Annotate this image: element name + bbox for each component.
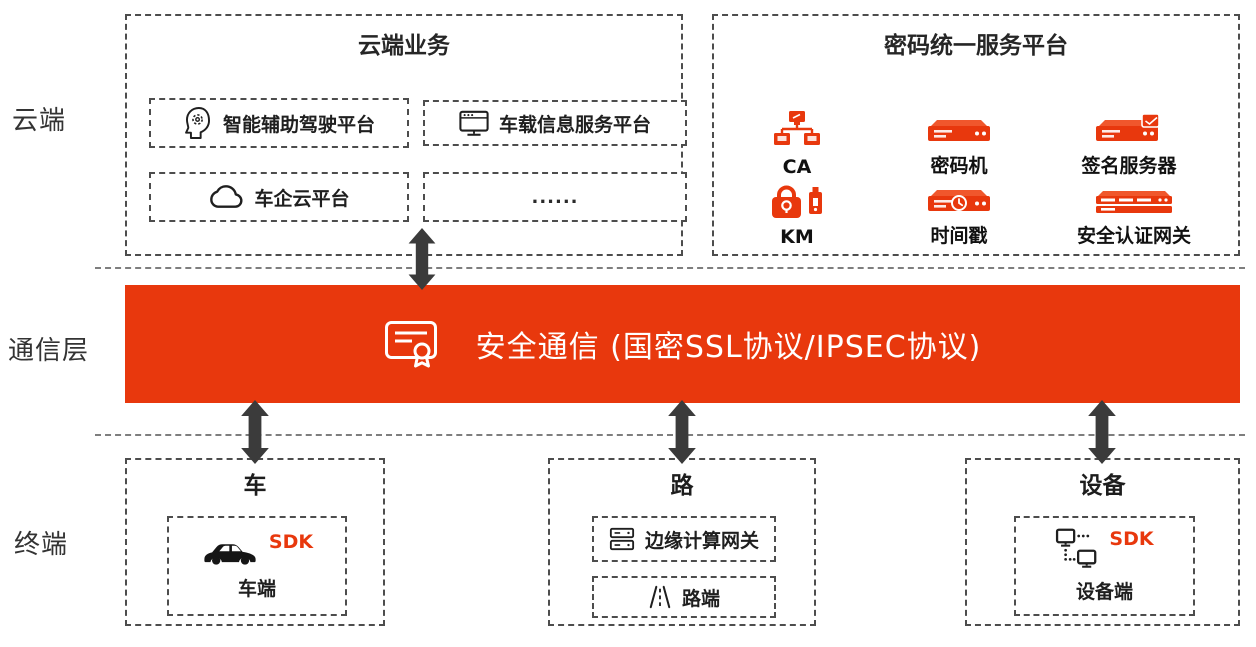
vehicle-sdk-badge: SDK (268, 531, 314, 553)
signature-server-label: 签名服务器 (1081, 155, 1177, 177)
cloud-comm-separator (95, 267, 1245, 269)
terminal-layer-label: 终端 (14, 530, 69, 560)
cloud-services-panel: 云端业务 智能辅助驾驶平台 车载信息服务平台 车企云平台 (125, 14, 687, 256)
cloud-layer-label: 云端 (12, 106, 67, 136)
cipher-machine-label: 密码机 (930, 155, 988, 177)
cloud-icon (210, 185, 244, 208)
devices-icon (1056, 528, 1097, 568)
monitor-icon (459, 110, 489, 136)
gateway-server-icon (1096, 191, 1172, 213)
oem-cloud-platform-label: 车企云平台 (254, 187, 350, 210)
auth-gateway-item: 安全认证网关 (1054, 166, 1214, 248)
timestamp-server-icon (928, 190, 990, 211)
secure-communication-banner: 安全通信 (国密SSL协议/IPSEC协议) (125, 285, 1240, 403)
ellipsis-label: ...... (531, 186, 579, 208)
communication-layer-label: 通信层 (8, 336, 90, 366)
cipher-server-icon (928, 120, 990, 141)
telematics-platform-box: 车载信息服务平台 (423, 100, 687, 146)
vehicle-endpoint-box: SDK 车端 (167, 516, 347, 616)
km-label: KM (780, 226, 814, 248)
road-icon (649, 585, 671, 609)
comm-terminal-separator (95, 434, 1245, 436)
arrow-banner-to-device (1087, 400, 1117, 464)
oem-cloud-platform-box: 车企云平台 (149, 172, 409, 222)
device-terminal-panel: 设备 SDK 设备端 (965, 458, 1240, 626)
signature-server-item: 签名服务器 (1054, 82, 1204, 178)
road-terminal-panel: 路 边缘计算网关 路端 (548, 458, 816, 626)
arrow-banner-to-road (667, 400, 697, 464)
vehicle-terminal-panel: 车 SDK 车端 (125, 458, 385, 626)
vehicle-title: 车 (243, 473, 267, 499)
car-icon (204, 544, 256, 565)
cipher-machine-item: 密码机 (889, 82, 1029, 178)
server-stack-icon (609, 527, 635, 551)
edge-gateway-box: 边缘计算网关 (592, 516, 776, 562)
ca-item: CA (742, 82, 852, 178)
certificate-icon (384, 321, 437, 368)
ca-label: CA (782, 156, 812, 178)
arrow-cloud-to-banner (407, 228, 437, 290)
edge-gateway-label: 边缘计算网关 (644, 529, 759, 552)
telematics-platform-label: 车载信息服务平台 (498, 113, 651, 136)
road-endpoint-box: 路端 (592, 576, 776, 618)
arrow-banner-to-vehicle (240, 400, 270, 464)
intelligent-driving-platform-label: 智能辅助驾驶平台 (222, 113, 375, 136)
timestamp-item: 时间戳 (889, 166, 1029, 248)
timestamp-label: 时间戳 (930, 225, 988, 247)
auth-gateway-label: 安全认证网关 (1076, 225, 1191, 247)
crypto-platform-title: 密码统一服务平台 (884, 33, 1068, 59)
cloud-services-title: 云端业务 (358, 33, 450, 59)
intelligent-driving-platform-box: 智能辅助驾驶平台 (149, 98, 409, 148)
brain-gear-icon (185, 107, 210, 139)
key-lock-icon (772, 185, 822, 218)
vehicle-endpoint-label: 车端 (237, 578, 276, 600)
km-item: KM (742, 166, 852, 248)
crypto-platform-panel: 密码统一服务平台 CA 密码机 (712, 14, 1240, 256)
device-title: 设备 (1079, 473, 1126, 499)
device-endpoint-box: SDK 设备端 (1014, 516, 1195, 616)
signature-server-icon (1096, 114, 1160, 141)
device-sdk-badge: SDK (1109, 528, 1154, 550)
more-services-box: ...... (423, 172, 687, 222)
secure-communication-label: 安全通信 (国密SSL协议/IPSEC协议) (475, 330, 982, 365)
road-endpoint-label: 路端 (681, 587, 720, 610)
device-endpoint-label: 设备端 (1075, 581, 1133, 603)
road-title: 路 (670, 473, 694, 499)
ca-network-icon (774, 111, 820, 145)
